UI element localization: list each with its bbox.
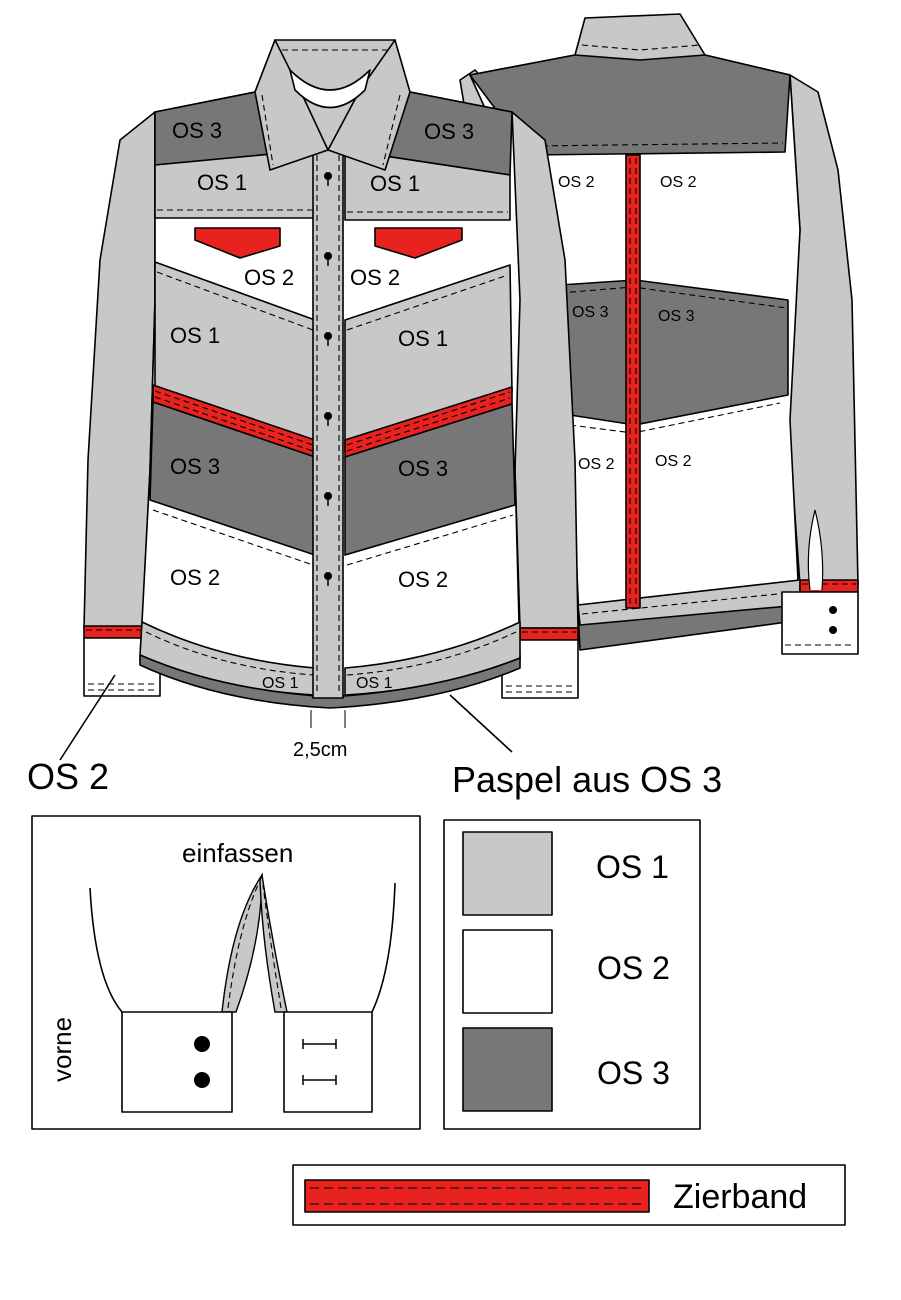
front-label-dark-right: OS 3: [398, 456, 448, 481]
front-sleeve-left: [83, 111, 156, 629]
back-label-lower-left: OS 2: [578, 456, 615, 473]
front-piping: [139, 654, 521, 709]
front-label-pocket-right: OS 2: [350, 265, 400, 290]
front-label-pocket-left: OS 2: [244, 265, 294, 290]
piping-callout-line: [449, 694, 513, 753]
front-label-upper-left: OS 1: [197, 170, 247, 195]
front-sleeve-zierband-right: [519, 627, 579, 641]
back-label-upper-right: OS 2: [660, 174, 697, 191]
cuff-callout-line: [59, 674, 116, 761]
front-sleeve-zierband-left: [83, 625, 143, 639]
front-dark-right: [344, 403, 516, 556]
front-pocket-left: [194, 227, 281, 259]
trim-legend: Zierband: [292, 1164, 846, 1226]
legend-label-os1: OS 1: [596, 849, 669, 885]
front-label-yoke-right: OS 3: [424, 119, 474, 144]
front-label-lower-left: OS 2: [170, 565, 220, 590]
trim-swatch: [304, 1179, 650, 1213]
detail-cuff-right: [283, 1011, 373, 1113]
detail-cuff-left: [121, 1011, 233, 1113]
front-collar-left: [254, 39, 329, 171]
legend-label-os2: OS 2: [597, 950, 670, 986]
front-label: vorne: [47, 1017, 77, 1082]
trim-label: Zierband: [673, 1178, 807, 1216]
legend-swatch-os2: [462, 929, 553, 1014]
binding-label: einfassen: [182, 838, 293, 868]
legend-swatch-os1: [462, 831, 553, 916]
cuff-callout-label: OS 2: [27, 756, 109, 797]
front-label-hem-left: OS 1: [262, 675, 299, 692]
back-label-upper-left: OS 2: [558, 174, 595, 191]
legend-swatch-os3: [462, 1027, 553, 1112]
back-label-lower-right: OS 2: [655, 453, 692, 470]
front-label-upper-right: OS 1: [370, 171, 420, 196]
back-collar: [574, 13, 706, 61]
piping-callout-label: Paspel aus OS 3: [452, 759, 722, 800]
back-zierband: [625, 154, 641, 609]
front-pocket-right: [374, 227, 463, 259]
front-label-lower-right: OS 2: [398, 567, 448, 592]
front-label-mid-left: OS 1: [170, 323, 220, 348]
placket-width-label: 2,5cm: [293, 739, 347, 761]
front-label-yoke-left: OS 3: [172, 118, 222, 143]
back-label-mid-left: OS 3: [572, 304, 609, 321]
front-view: OS 3 OS 3 OS 1 OS 1 OS 2 OS 2 OS 1 OS 1 …: [83, 39, 579, 761]
cuff-detail: einfassen vorne: [31, 815, 421, 1130]
front-label-hem-right: OS 1: [356, 675, 393, 692]
front-label-mid-right: OS 1: [398, 326, 448, 351]
color-legend: OS 1 OS 2 OS 3: [443, 819, 701, 1130]
back-sleeve-right: [787, 74, 859, 586]
legend-label-os3: OS 3: [597, 1055, 670, 1091]
front-label-dark-left: OS 3: [170, 454, 220, 479]
back-label-mid-right: OS 3: [658, 308, 695, 325]
